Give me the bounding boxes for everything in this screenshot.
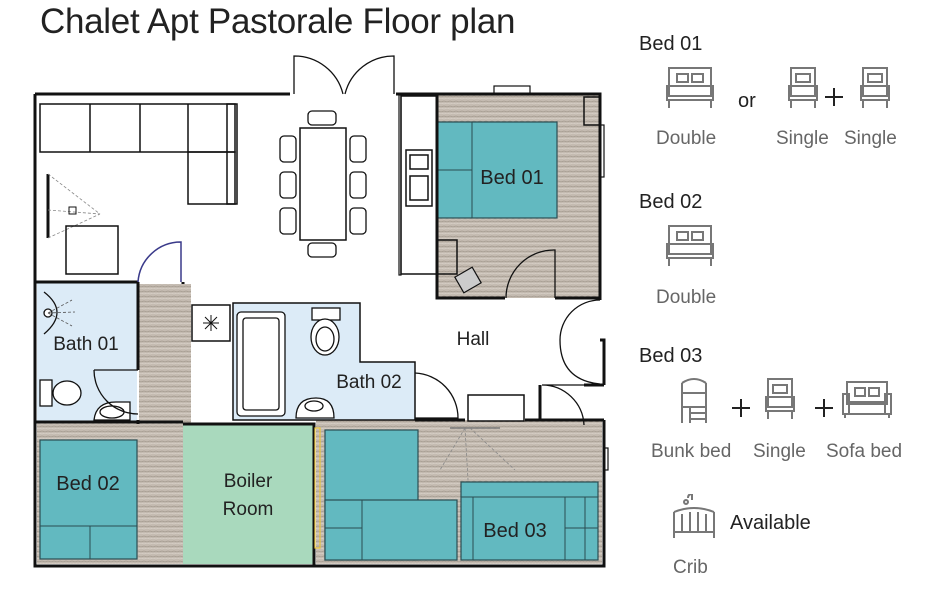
bed01-furniture	[436, 96, 601, 294]
boiler-room-floor	[183, 424, 314, 564]
bed03-furniture	[324, 394, 599, 561]
legend-heading-bed02: Bed 02	[639, 191, 703, 213]
room-label-bath01: Bath 01	[53, 334, 119, 355]
single-bed-icon	[860, 67, 890, 108]
double-bed-icon	[666, 225, 714, 266]
doors	[93, 55, 601, 426]
crib-icon	[673, 494, 715, 538]
legend-bed03-sofa: Sofa bed	[826, 441, 903, 462]
plus-icon	[732, 399, 750, 417]
single-bed-icon	[788, 67, 818, 108]
legend-crib-available: Available	[730, 512, 811, 534]
legend-bed03-single: Single	[753, 441, 806, 462]
room-label-bed01: Bed 01	[480, 167, 543, 189]
legend-heading-bed01: Bed 01	[639, 33, 703, 55]
bunk-bed-icon	[681, 378, 707, 423]
double-bed-icon	[666, 67, 714, 108]
plus-icon	[815, 399, 833, 417]
room-label-hall: Hall	[457, 329, 490, 350]
bath01-floor	[37, 282, 137, 422]
room-label-boiler-2: Room	[223, 499, 274, 520]
room-label-bed02: Bed 02	[56, 473, 119, 495]
legend-bed01-single-b: Single	[844, 128, 897, 149]
plus-icon	[825, 88, 843, 106]
legend-bed01-single-a: Single	[776, 128, 829, 149]
room-label-boiler-1: Boiler	[224, 471, 273, 492]
legend-heading-bed03: Bed 03	[639, 345, 703, 367]
bath-fixtures	[39, 291, 341, 421]
bed02-furniture	[39, 439, 138, 560]
walls	[33, 92, 606, 568]
single-bed-icon	[765, 378, 795, 419]
room-label-bed03: Bed 03	[483, 520, 546, 542]
room-label-bath02: Bath 02	[336, 372, 402, 393]
legend-crib-label: Crib	[673, 557, 708, 578]
legend-bed01-double: Double	[656, 128, 717, 149]
legend-bed02-double: Double	[656, 287, 717, 308]
legend-bed03-bunk: Bunk bed	[651, 441, 732, 462]
legend-or: or	[738, 90, 756, 112]
page-title: Chalet Apt Pastorale Floor plan	[40, 2, 516, 41]
sofa-bed-icon	[842, 381, 892, 418]
carpet-corridor-left	[139, 284, 191, 424]
